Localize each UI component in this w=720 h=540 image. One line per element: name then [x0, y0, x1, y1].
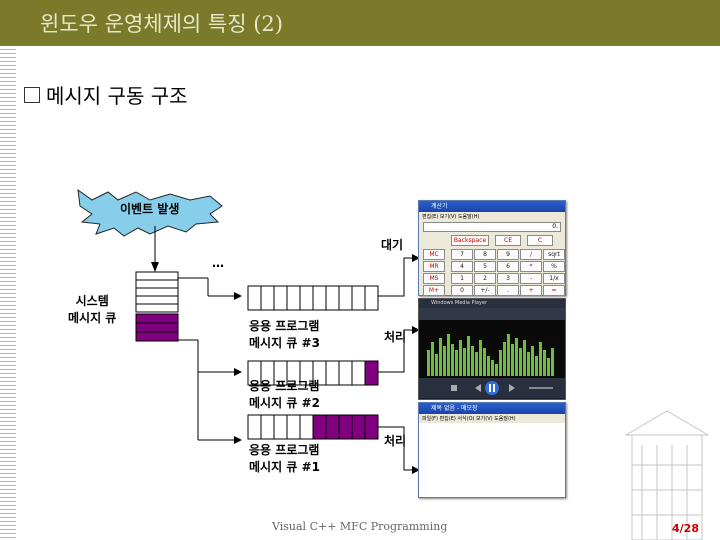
app-queue-2-label: 응용 프로그램 메시지 큐 #2 [249, 378, 320, 412]
app-queue-2-line1: 응용 프로그램 [249, 378, 320, 395]
system-queue-label-line1: 시스템 [68, 292, 116, 309]
wait-label: 대기 [381, 236, 403, 253]
system-queue-stack [136, 272, 178, 341]
calc-key[interactable]: 7 [451, 249, 473, 260]
system-queue-label-line2: 메시지 큐 [68, 309, 116, 326]
media-player-titlebar[interactable]: Windows Media Player [419, 299, 565, 308]
notepad-menu[interactable]: 파일(F) 편집(E) 서식(O) 보기(V) 도움말(H) [419, 414, 565, 423]
page-number: 4/28 [672, 522, 699, 535]
calc-key[interactable]: 0 [451, 285, 473, 296]
app-queue-2-line2: 메시지 큐 #2 [249, 395, 320, 412]
calc-key[interactable]: MR [423, 261, 445, 272]
calc-key[interactable]: 3 [497, 273, 519, 284]
calc-key-backspace[interactable]: Backspace [451, 235, 489, 246]
app-queue-1-label: 응용 프로그램 메시지 큐 #1 [249, 442, 320, 476]
footer-text: Visual C++ MFC Programming [272, 520, 447, 533]
system-queue-label: 시스템 메시지 큐 [68, 292, 116, 326]
calculator-keypad: Backspace CE C MC 7 8 9 / sqrt MR 4 5 6 … [419, 233, 565, 295]
calc-key[interactable]: 9 [497, 249, 519, 260]
calculator-menu[interactable]: 편집(E) 보기(V) 도움말(H) [419, 212, 565, 221]
calc-key[interactable]: % [543, 261, 565, 272]
app-queue-1-slots [248, 415, 378, 439]
calc-key[interactable]: * [520, 261, 542, 272]
calculator-titlebar[interactable]: 계산기 [419, 201, 565, 212]
calc-key[interactable]: 5 [474, 261, 496, 272]
calc-key[interactable]: sqrt [543, 249, 565, 260]
calc-key[interactable]: = [543, 285, 565, 296]
play-pause-button[interactable] [485, 381, 499, 395]
notepad-window[interactable]: 제목 없음 - 메모장 파일(F) 편집(E) 서식(O) 보기(V) 도움말(… [418, 402, 566, 498]
media-visualizer [419, 320, 565, 378]
calc-key[interactable]: 2 [474, 273, 496, 284]
media-player-window[interactable]: Windows Media Player [418, 298, 566, 400]
app-queue-1-line1: 응용 프로그램 [249, 442, 320, 459]
ellipsis-label: … [212, 256, 224, 270]
media-controls [419, 378, 565, 398]
calc-key[interactable]: 4 [451, 261, 473, 272]
calc-key[interactable]: / [520, 249, 542, 260]
calc-key[interactable]: 1 [451, 273, 473, 284]
app-queue-3-line2: 메시지 큐 #3 [249, 335, 320, 352]
calc-key[interactable]: - [520, 273, 542, 284]
calc-key[interactable]: 8 [474, 249, 496, 260]
calculator-display: 0. [423, 222, 561, 232]
calc-key[interactable]: + [520, 285, 542, 296]
next-icon[interactable] [509, 384, 515, 392]
volume-slider[interactable] [529, 387, 553, 389]
calc-key[interactable]: 1/x [543, 273, 565, 284]
app-queue-3-label: 응용 프로그램 메시지 큐 #3 [249, 318, 320, 352]
calculator-window[interactable]: 계산기 편집(E) 보기(V) 도움말(H) 0. Backspace CE C… [418, 200, 566, 296]
process-label-bottom: 처리 [384, 432, 406, 449]
library-building-image [612, 405, 720, 540]
app-queue-3-line1: 응용 프로그램 [249, 318, 320, 335]
app-queue-1-line2: 메시지 큐 #1 [249, 459, 320, 476]
calc-key[interactable]: MC [423, 249, 445, 260]
calc-key-c[interactable]: C [527, 235, 553, 246]
calc-key[interactable]: . [497, 285, 519, 296]
event-label: 이벤트 발생 [120, 200, 179, 217]
app-queue-3-slots [248, 286, 378, 310]
stop-icon[interactable] [451, 385, 457, 391]
notepad-titlebar[interactable]: 제목 없음 - 메모장 [419, 403, 565, 414]
calc-key[interactable]: +/- [474, 285, 496, 296]
calc-key-ce[interactable]: CE [495, 235, 521, 246]
media-player-toolbar [419, 308, 565, 320]
process-label-top: 처리 [384, 328, 406, 345]
calc-key[interactable]: M+ [423, 285, 445, 296]
notepad-text-area[interactable] [419, 423, 565, 497]
calc-key[interactable]: MS [423, 273, 445, 284]
previous-icon[interactable] [475, 384, 481, 392]
calc-key[interactable]: 6 [497, 261, 519, 272]
